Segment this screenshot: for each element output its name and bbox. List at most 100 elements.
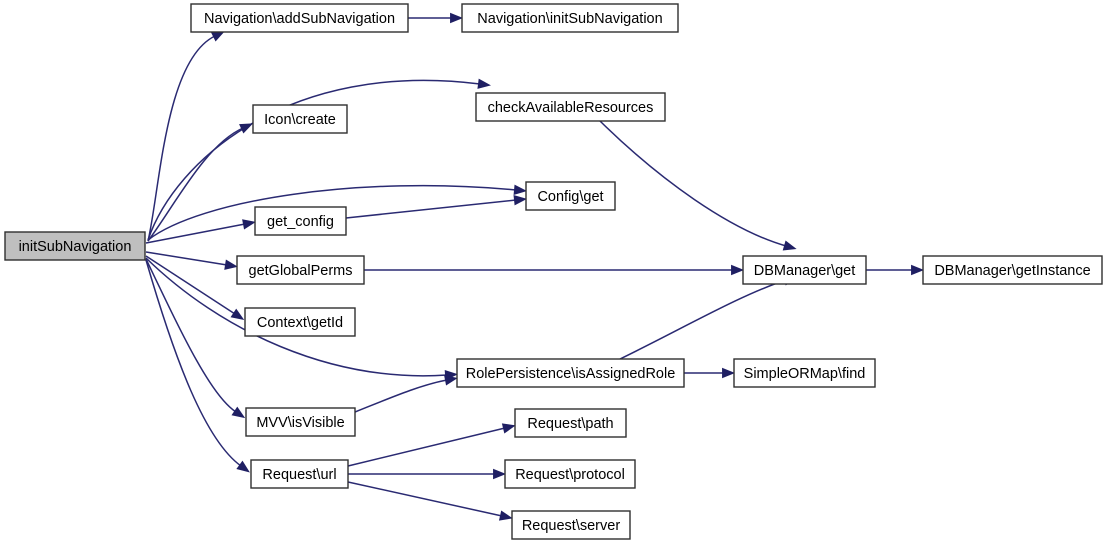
edge-line bbox=[145, 223, 246, 244]
node-label: Request\path bbox=[527, 416, 613, 432]
node-label: Request\url bbox=[262, 467, 336, 483]
edge-line bbox=[347, 481, 503, 517]
edge-init-sub-navigation-to-config-get bbox=[147, 184, 527, 241]
node-is-assigned-role[interactable]: RolePersistence\isAssignedRole bbox=[456, 358, 685, 388]
edges-layer bbox=[145, 12, 925, 521]
node-box[interactable] bbox=[190, 3, 409, 33]
edge-line bbox=[599, 120, 787, 247]
edge-line bbox=[345, 199, 517, 219]
edge-arrowhead-icon bbox=[501, 423, 516, 434]
node-request-path[interactable]: Request\path bbox=[514, 408, 627, 438]
node-db-manager-get-instance[interactable]: DBManager\getInstance bbox=[922, 255, 1103, 285]
node-get-config[interactable]: get_config bbox=[254, 206, 347, 236]
edge-mvv-is-visible-to-is-assigned-role bbox=[354, 375, 458, 413]
edge-arrowhead-icon bbox=[230, 308, 245, 321]
node-add-sub-navigation[interactable]: Navigation\addSubNavigation bbox=[190, 3, 409, 33]
node-box[interactable] bbox=[236, 255, 365, 285]
node-request-protocol[interactable]: Request\protocol bbox=[504, 459, 636, 489]
node-box[interactable] bbox=[456, 358, 685, 388]
edge-line bbox=[347, 427, 506, 467]
edge-line bbox=[147, 35, 216, 242]
edge-init-sub-navigation-to-add-sub-navigation bbox=[147, 31, 225, 242]
edge-arrowhead-icon bbox=[231, 406, 246, 419]
node-label: get_config bbox=[267, 214, 334, 230]
node-box[interactable] bbox=[742, 255, 867, 285]
node-box[interactable] bbox=[733, 358, 876, 388]
edge-check-available-resources-to-db-manager-get bbox=[599, 120, 797, 251]
edge-is-assigned-role-to-db-manager-get bbox=[619, 275, 797, 360]
node-box[interactable] bbox=[245, 407, 356, 437]
node-label: DBManager\get bbox=[754, 263, 856, 279]
node-box[interactable] bbox=[252, 104, 348, 134]
edge-line bbox=[145, 255, 236, 315]
edge-arrowhead-icon bbox=[493, 468, 507, 480]
nodes-layer: initSubNavigation Navigation\addSubNaviga… bbox=[4, 3, 1103, 540]
edge-line bbox=[354, 379, 448, 413]
edge-arrowhead-icon bbox=[477, 78, 491, 89]
node-mvv-is-visible[interactable]: MVV\isVisible bbox=[245, 407, 356, 437]
node-label: Context\getId bbox=[257, 315, 343, 331]
edge-db-manager-get-to-db-manager-get-instance bbox=[866, 264, 925, 276]
edge-line bbox=[145, 259, 242, 467]
edge-line bbox=[147, 184, 517, 241]
edge-init-sub-navigation-to-context-get-id bbox=[145, 255, 245, 321]
node-nav-init-sub-navigation[interactable]: Navigation\initSubNavigation bbox=[461, 3, 679, 33]
edge-request-url-to-request-protocol bbox=[348, 468, 507, 480]
node-request-url[interactable]: Request\url bbox=[250, 459, 349, 489]
node-box[interactable] bbox=[525, 181, 616, 211]
edge-arrowhead-icon bbox=[239, 123, 254, 134]
edge-arrowhead-icon bbox=[513, 184, 527, 195]
node-request-server[interactable]: Request\server bbox=[511, 510, 631, 540]
node-config-get[interactable]: Config\get bbox=[525, 181, 616, 211]
edge-init-sub-navigation-to-get-config bbox=[145, 219, 256, 244]
node-label: Request\server bbox=[522, 518, 620, 534]
edge-arrowhead-icon bbox=[224, 259, 238, 270]
node-context-get-id[interactable]: Context\getId bbox=[244, 307, 356, 337]
edge-arrowhead-icon bbox=[782, 240, 797, 251]
node-box[interactable] bbox=[461, 3, 679, 33]
edge-request-url-to-request-path bbox=[347, 423, 516, 467]
node-check-available-resources[interactable]: checkAvailableResources bbox=[475, 92, 666, 122]
edge-arrowhead-icon bbox=[513, 195, 527, 206]
edge-get-config-to-config-get bbox=[345, 195, 527, 219]
node-box[interactable] bbox=[4, 231, 146, 261]
node-box[interactable] bbox=[244, 307, 356, 337]
edge-arrowhead-icon bbox=[911, 264, 925, 276]
node-icon-create[interactable]: Icon\create bbox=[252, 104, 348, 134]
node-box[interactable] bbox=[511, 510, 631, 540]
node-label: SimpleORMap\find bbox=[744, 366, 866, 382]
node-label: checkAvailableResources bbox=[488, 100, 654, 116]
edge-arrowhead-icon bbox=[444, 375, 458, 386]
edge-arrowhead-icon bbox=[731, 264, 745, 276]
node-label: Navigation\addSubNavigation bbox=[204, 11, 395, 27]
node-box[interactable] bbox=[475, 92, 666, 122]
node-label: DBManager\getInstance bbox=[934, 263, 1090, 279]
node-label: initSubNavigation bbox=[19, 239, 132, 255]
node-label: RolePersistence\isAssignedRole bbox=[466, 366, 676, 382]
edge-arrowhead-icon bbox=[236, 460, 250, 473]
edge-request-url-to-request-server bbox=[347, 481, 513, 521]
edge-init-sub-navigation-to-request-url bbox=[145, 259, 250, 473]
edge-line bbox=[147, 127, 244, 242]
edge-line bbox=[145, 258, 237, 413]
edge-arrowhead-icon bbox=[242, 219, 256, 230]
node-init-sub-navigation[interactable]: initSubNavigation bbox=[4, 231, 146, 261]
edge-arrowhead-icon bbox=[722, 367, 736, 379]
edge-get-global-perms-to-db-manager-get bbox=[364, 264, 745, 276]
node-box[interactable] bbox=[504, 459, 636, 489]
node-simple-ormap-find[interactable]: SimpleORMap\find bbox=[733, 358, 876, 388]
node-db-manager-get[interactable]: DBManager\get bbox=[742, 255, 867, 285]
node-box[interactable] bbox=[254, 206, 347, 236]
node-box[interactable] bbox=[250, 459, 349, 489]
node-box[interactable] bbox=[922, 255, 1103, 285]
node-label: Config\get bbox=[537, 189, 603, 205]
node-get-global-perms[interactable]: getGlobalPerms bbox=[236, 255, 365, 285]
node-label: getGlobalPerms bbox=[249, 263, 353, 279]
edge-line bbox=[145, 257, 448, 377]
edge-init-sub-navigation-to-icon-create bbox=[147, 123, 254, 242]
edge-init-sub-navigation-to-mvv-is-visible bbox=[145, 258, 246, 419]
node-box[interactable] bbox=[514, 408, 627, 438]
edge-line bbox=[145, 251, 228, 266]
